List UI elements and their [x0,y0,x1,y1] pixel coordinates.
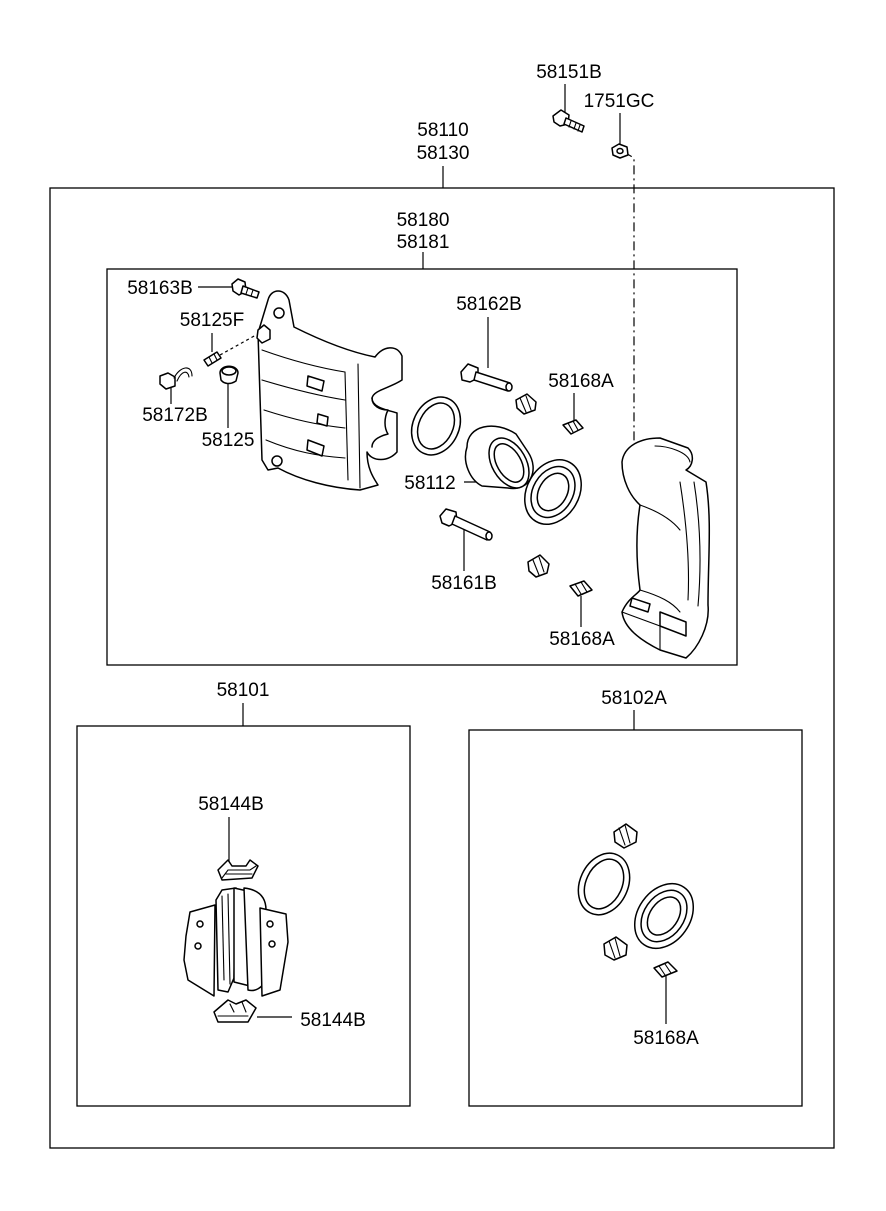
pad-spring-lower-part [213,999,257,1023]
piston-seal-part [410,396,462,456]
label-pin-boot-upper: 58168A [548,371,614,392]
label-guide-pin-lower: 58161B [431,573,497,594]
bleeder-screw-part [203,334,257,367]
label-seal-kit-boot: 58168A [633,1028,699,1049]
caliper-kit-frame [106,268,738,666]
label-pin-boot-lower: 58168A [549,629,615,650]
guide-pin-lower-part [439,508,493,541]
label-pad-kit: 58101 [217,680,270,701]
label-hose-clip: 58172B [142,405,208,426]
seal-kit-dust-boot-part [633,882,695,950]
seal-kit-boot-small-part [653,961,678,978]
label-seal-kit: 58102A [601,688,667,709]
bleed-bolt-part [231,278,260,299]
label-main-assembly-2: 58130 [417,143,470,164]
bolt-top-part [552,109,585,133]
pin-boot-lower-b-part [569,580,593,597]
pin-boot-upper-a-part [515,393,537,415]
guide-pin-bolt-part [460,363,513,392]
label-bolt-top: 58151B [536,62,602,83]
label-pad-spring-upper: 58144B [198,794,264,815]
seal-kit-boot-mid-part [603,936,628,961]
label-bleeder-cap: 58125 [202,430,255,451]
pad-spring-upper-part [217,859,259,881]
seal-kit-ring-part [577,852,631,916]
piston-part [464,425,534,490]
hose-clip-part [159,367,193,390]
bracket-centerline [623,151,635,445]
seal-kit-boot-top-part [613,823,638,849]
bleeder-cap-part [219,365,239,385]
label-nut-top: 1751GC [584,91,655,112]
label-pad-spring-lower: 58144B [300,1010,366,1031]
piston-boot-part [524,459,582,525]
pin-boot-upper-b-part [562,419,584,435]
label-main-assembly-1: 58110 [417,120,468,141]
label-bleed-bolt: 58163B [127,278,193,299]
label-caliper-kit-2: 58181 [397,232,450,253]
main-assembly-frame [49,187,835,1149]
label-bleeder-screw: 58125F [180,310,244,331]
caliper-bracket-part [621,437,711,659]
caliper-housing-part [256,290,403,491]
brake-pads-part [183,887,289,997]
seal-kit-frame [468,729,803,1107]
pin-boot-lower-a-part [527,554,550,578]
label-caliper-kit-1: 58180 [397,210,450,231]
label-piston: 58112 [404,473,455,494]
label-guide-pin-bolt: 58162B [456,294,522,315]
nut-top-part [611,143,629,159]
